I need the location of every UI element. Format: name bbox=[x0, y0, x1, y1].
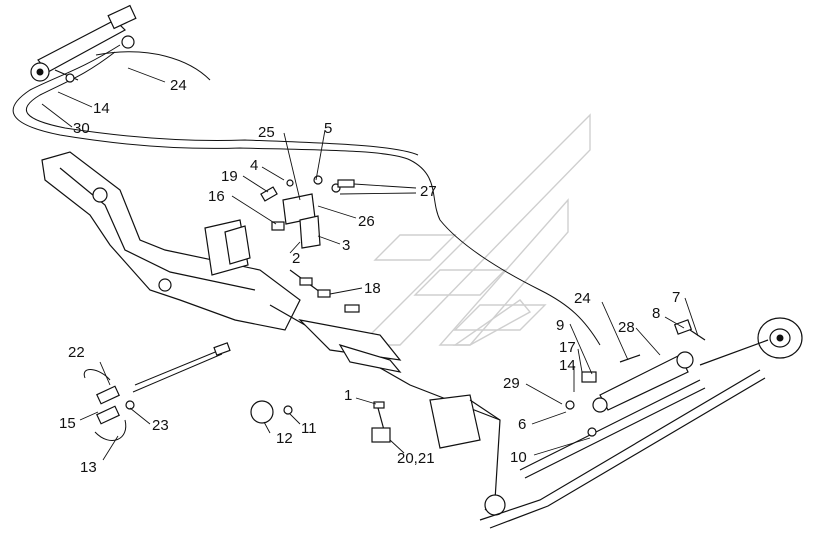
callout-16: 16 bbox=[208, 188, 225, 205]
callout-26: 26 bbox=[358, 213, 375, 230]
callout-23: 23 bbox=[152, 417, 169, 434]
callout-3: 3 bbox=[342, 237, 350, 254]
callout-15: 15 bbox=[59, 415, 76, 432]
callout-10: 10 bbox=[510, 449, 527, 466]
callout-11: 11 bbox=[301, 420, 317, 437]
callout-labels: 24 14 30 25 5 4 19 16 27 26 3 2 18 22 15… bbox=[59, 77, 680, 476]
callout-9: 9 bbox=[556, 317, 564, 334]
callout-24-top: 24 bbox=[170, 77, 187, 94]
callout-22: 22 bbox=[68, 344, 85, 361]
callout-13: 13 bbox=[80, 459, 97, 476]
right-hydraulic-cylinder bbox=[565, 319, 706, 437]
right-disk bbox=[699, 317, 803, 366]
hydraulic-hose-long bbox=[12, 44, 601, 346]
callout-28: 28 bbox=[618, 319, 635, 336]
upper-hydraulic-cylinder bbox=[30, 4, 211, 83]
loose-small-parts bbox=[250, 400, 391, 443]
callout-1: 1 bbox=[344, 387, 352, 404]
callout-14-right: 14 bbox=[559, 357, 576, 374]
callout-24-right: 24 bbox=[574, 290, 591, 307]
callout-2: 2 bbox=[292, 250, 300, 267]
callout-27: 27 bbox=[420, 183, 437, 200]
callout-7: 7 bbox=[672, 289, 680, 306]
callout-17: 17 bbox=[559, 339, 576, 356]
middle-bracket-assembly bbox=[260, 175, 360, 313]
callout-5: 5 bbox=[324, 120, 332, 137]
main-frame bbox=[41, 151, 766, 529]
callout-14-top: 14 bbox=[93, 100, 110, 117]
callout-25: 25 bbox=[258, 124, 275, 141]
callout-12: 12 bbox=[276, 430, 293, 447]
callout-20-21: 20,21 bbox=[397, 450, 435, 467]
callout-29: 29 bbox=[503, 375, 520, 392]
callout-6: 6 bbox=[518, 416, 526, 433]
leader-lines bbox=[41, 67, 699, 461]
watermark-logo bbox=[358, 113, 591, 346]
callout-30: 30 bbox=[73, 120, 90, 137]
callout-8: 8 bbox=[652, 305, 660, 322]
callout-19: 19 bbox=[221, 168, 238, 185]
callout-4: 4 bbox=[250, 157, 258, 174]
left-hose-couplings bbox=[83, 342, 231, 441]
callout-18: 18 bbox=[364, 280, 381, 297]
